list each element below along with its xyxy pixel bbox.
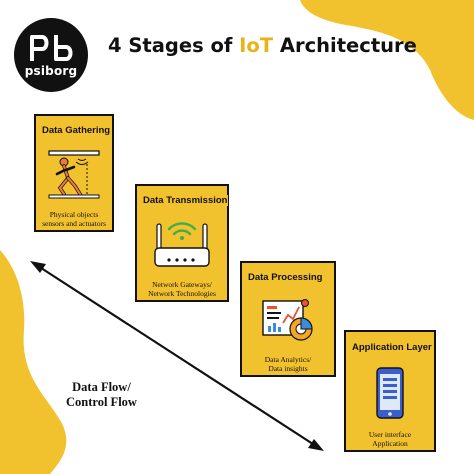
stage-title: Application Layer: [351, 342, 433, 353]
psiborg-logo[interactable]: psiborg: [14, 18, 88, 92]
stage-card-application-layer: Application Layer User interface Applica…: [344, 330, 436, 452]
stage-card-data-processing: Data Processing Data Analytics/ Data ins…: [240, 261, 336, 377]
title-highlight: IoT: [239, 34, 274, 57]
stage-card-data-transmission: Data Transmission Network Gateways/ Netw…: [135, 184, 229, 302]
stage-caption-line-1: Network Gateways/: [152, 280, 212, 289]
arrowhead-start: [30, 261, 46, 273]
stage-caption-line-2: Application: [372, 439, 408, 448]
flow-label-line-1: Data Flow/: [72, 380, 131, 394]
stage-caption-line-1: User interface: [368, 430, 412, 439]
stage-caption: User interface Application: [346, 430, 434, 448]
page-title: 4 Stages of IoT Architecture: [108, 34, 417, 57]
stage-caption-line-2: Network Technologies: [148, 289, 216, 298]
stage-caption-line-1: Data Analytics/: [264, 355, 312, 364]
person-running-sensor-icon: [48, 150, 100, 199]
arrowhead-end: [308, 439, 324, 451]
stage-caption: Physical objects sensors and actuators: [36, 210, 112, 228]
stage-title: Data Processing: [247, 272, 324, 283]
stage-caption: Data Analytics/ Data insights: [242, 355, 334, 373]
flow-label-line-2: Control Flow: [66, 395, 137, 409]
pb-monogram-icon: [30, 34, 73, 61]
logo-text: psiborg: [24, 63, 78, 78]
bottom-left-blob: [0, 250, 67, 474]
stage-title: Data Gathering: [41, 125, 112, 136]
title-part-1: 4 Stages of: [108, 34, 240, 57]
smartphone-app-icon: [376, 367, 404, 419]
analytics-dashboard-icon: [262, 299, 313, 341]
stage-caption: Network Gateways/ Network Technologies: [137, 280, 227, 298]
stage-card-data-gathering: Data Gathering Physical objects sensors …: [34, 114, 114, 232]
stage-caption-line-1: Physical objects: [49, 210, 99, 219]
flow-label: Data Flow/ Control Flow: [66, 380, 137, 410]
stage-title: Data Transmission: [142, 195, 229, 206]
title-part-2: Architecture: [273, 34, 417, 57]
wifi-router-icon: [154, 222, 210, 267]
stage-caption-line-2: Data insights: [268, 364, 308, 373]
stage-caption-line-2: sensors and actuators: [42, 219, 106, 228]
top-right-blob: [300, 0, 474, 120]
